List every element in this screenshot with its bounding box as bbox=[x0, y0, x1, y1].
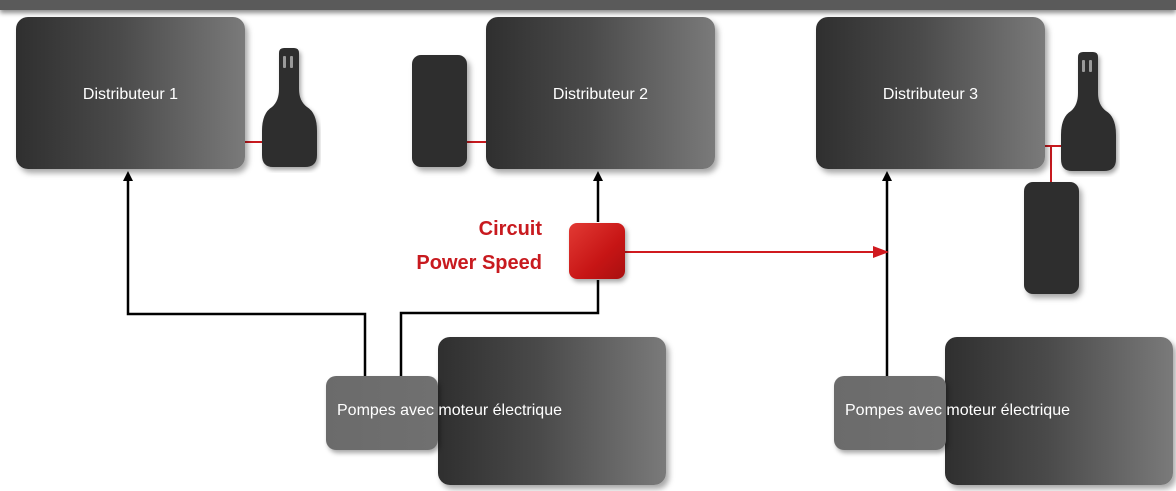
electric-motor-1 bbox=[438, 337, 666, 485]
line-to-distributor-1 bbox=[126, 178, 367, 376]
line-to-distributor-2 bbox=[399, 280, 600, 376]
distributor-3: Distributeur 3 bbox=[816, 17, 1045, 169]
pump-1 bbox=[326, 376, 438, 450]
distributor-3-label: Distributeur 3 bbox=[882, 86, 979, 103]
joystick-icon bbox=[262, 48, 317, 167]
joystick-icon bbox=[1061, 52, 1116, 171]
distributor-1: Distributeur 1 bbox=[16, 17, 245, 169]
circuit-label: Circuit Power Speed bbox=[380, 218, 542, 275]
circuit-label-line2: Power Speed bbox=[416, 252, 542, 274]
circuit-label-line1: Circuit bbox=[478, 218, 542, 240]
pedal-icon bbox=[1024, 182, 1079, 294]
top-bar bbox=[0, 0, 1176, 10]
distributor-2: Distributeur 2 bbox=[486, 17, 715, 169]
pump-2 bbox=[834, 376, 946, 450]
distributor-2-label: Distributeur 2 bbox=[552, 86, 649, 103]
pump-2-label: Pompes avec moteur électrique bbox=[845, 402, 1070, 419]
electric-motor-2 bbox=[945, 337, 1173, 485]
pedal-icon bbox=[412, 55, 467, 167]
power-speed-valve bbox=[569, 223, 625, 279]
pump-1-label: Pompes avec moteur électrique bbox=[337, 402, 562, 419]
distributor-1-label: Distributeur 1 bbox=[82, 86, 179, 103]
